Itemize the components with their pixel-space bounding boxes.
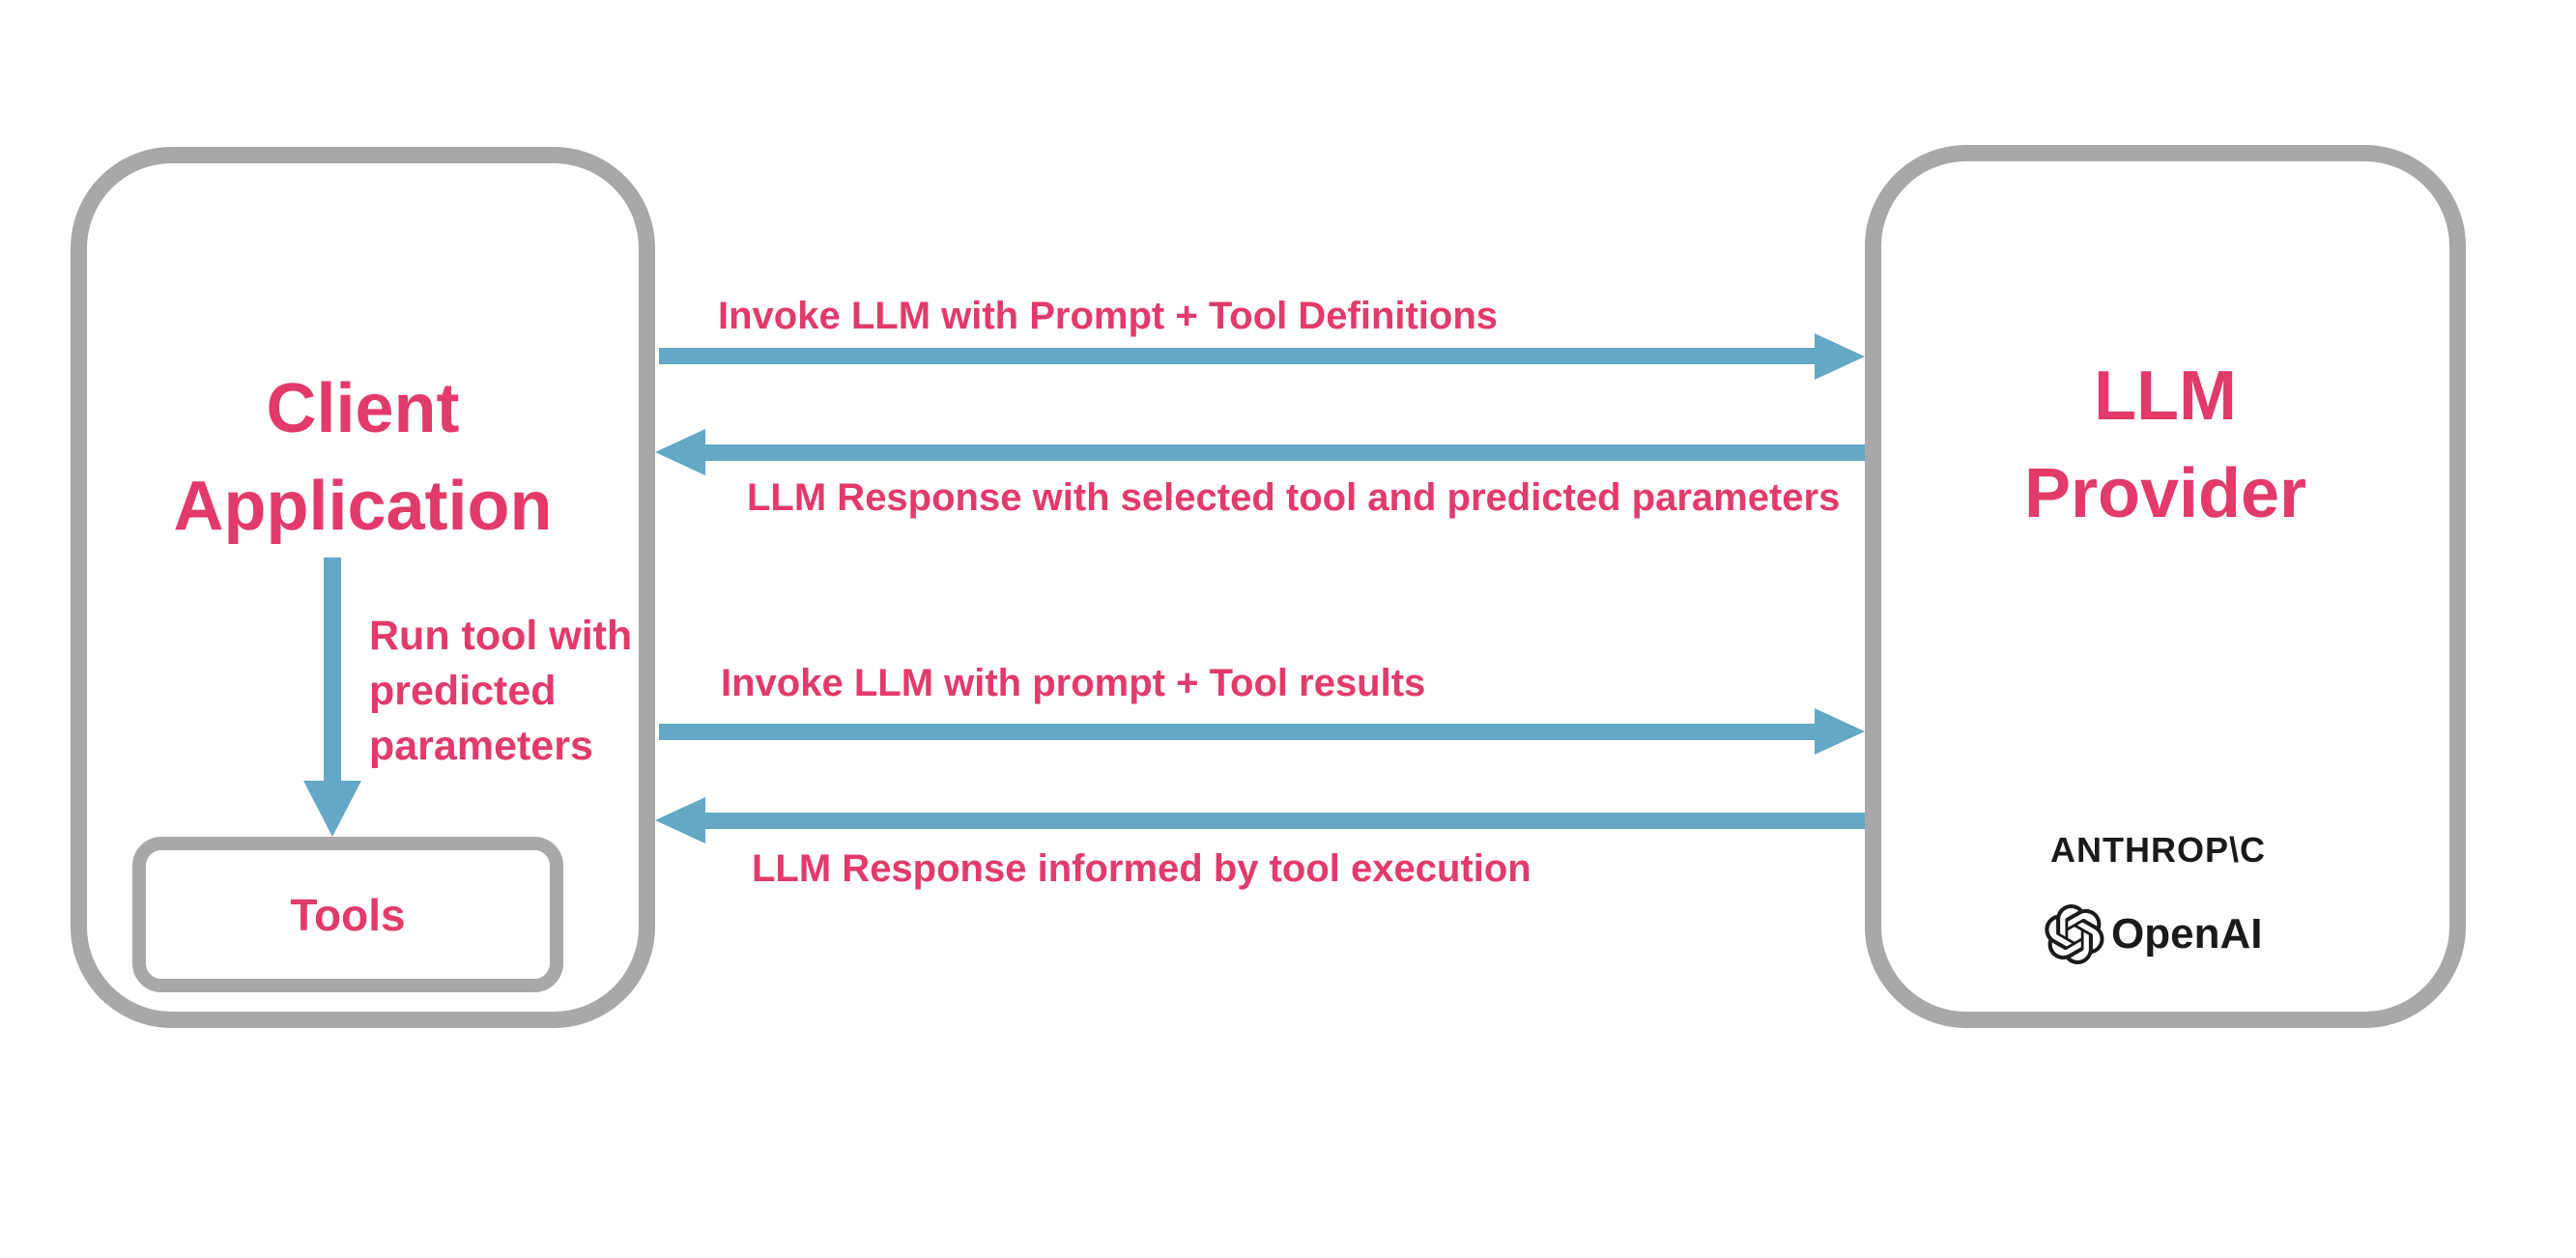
openai-logo: OpenAI xyxy=(2045,904,2262,964)
tools-box: Tools xyxy=(132,837,563,992)
openai-flower-icon xyxy=(2045,904,2104,964)
run-tool-line-2: predicted xyxy=(369,668,557,714)
llm-title-line-2: Provider xyxy=(2023,455,2307,532)
arrow-response-1-head xyxy=(655,429,705,475)
llm-provider-title: LLM Provider xyxy=(1865,348,2466,543)
label-request-2: Invoke LLM with prompt + Tool results xyxy=(721,662,1426,704)
arrow-response-1-shaft xyxy=(703,444,1865,461)
arrow-request-2-shaft xyxy=(659,724,1817,740)
client-title-line-2: Application xyxy=(173,468,553,545)
client-title-line-1: Client xyxy=(266,370,460,447)
label-run-tool: Run tool with predicted parameters xyxy=(369,609,632,774)
run-tool-line-1: Run tool with xyxy=(369,613,633,659)
anthropic-logo: ANTHROP\C xyxy=(2050,830,2266,870)
arrow-response-2-shaft xyxy=(703,813,1865,829)
label-response-2: LLM Response informed by tool execution xyxy=(752,847,1531,890)
arrow-request-1-shaft xyxy=(659,348,1817,364)
arrow-run-tool-shaft xyxy=(324,558,341,783)
label-response-1: LLM Response with selected tool and pred… xyxy=(747,476,1841,519)
arrow-run-tool-head xyxy=(303,781,361,837)
run-tool-line-3: parameters xyxy=(369,723,593,769)
llm-provider-box xyxy=(1865,145,2466,1028)
arrow-request-1-head xyxy=(1815,333,1865,380)
tools-label: Tools xyxy=(290,889,406,940)
arrow-request-2-head xyxy=(1815,708,1865,755)
client-application-title: Client Application xyxy=(71,360,655,556)
label-request-1: Invoke LLM with Prompt + Tool Definition… xyxy=(718,295,1499,337)
llm-title-line-1: LLM xyxy=(2094,357,2237,435)
arrow-response-2-head xyxy=(655,797,705,843)
openai-wordmark: OpenAI xyxy=(2111,910,2263,958)
